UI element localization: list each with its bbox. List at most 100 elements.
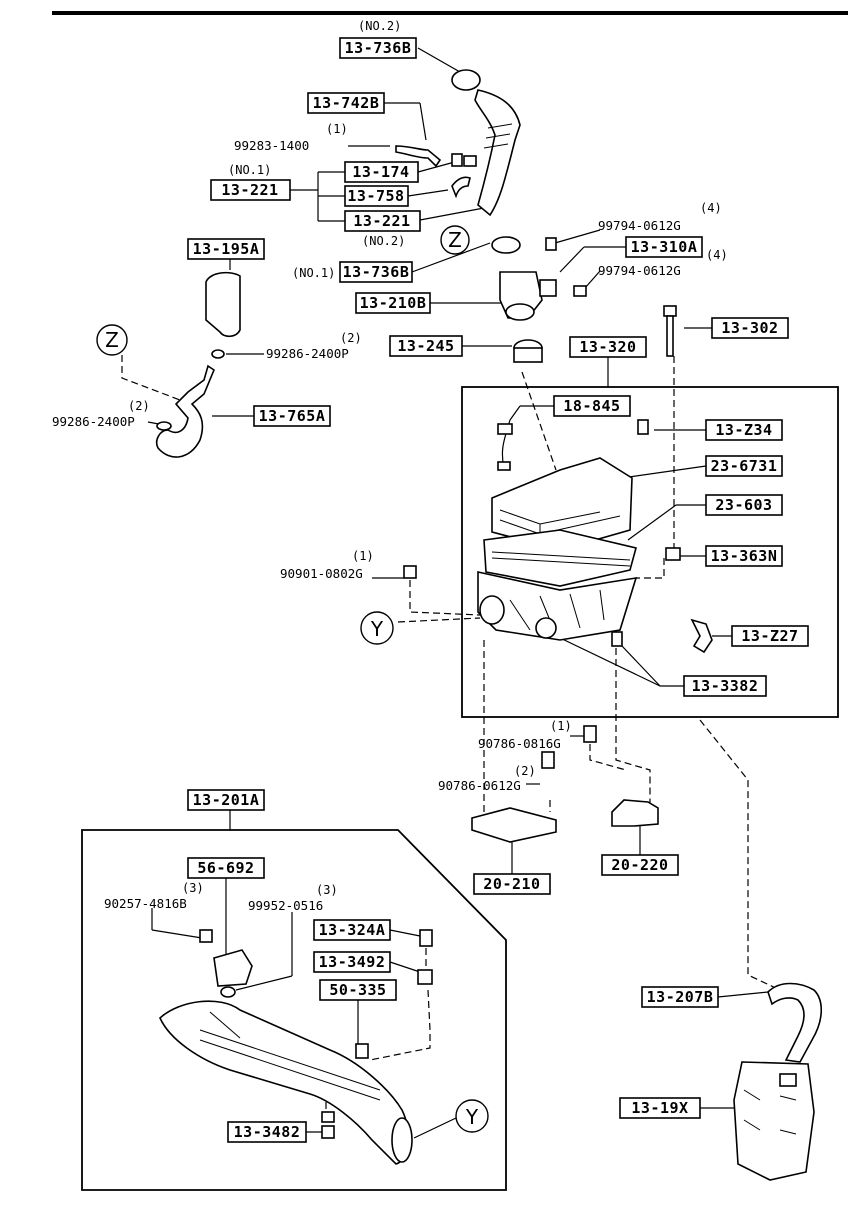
part-box-13-19X[interactable]: 13-19X (619, 1097, 701, 1119)
part-label: 13-742B (313, 94, 380, 112)
part-label: 50-335 (329, 981, 386, 999)
part-label: 13-324A (319, 921, 386, 939)
part-box-13-320[interactable]: 13-320 (569, 336, 647, 358)
clip-drawing (690, 618, 713, 654)
bolts-top-right-drawing (545, 237, 587, 297)
ref-z-top-text: Z (448, 228, 462, 252)
sensor-harness-drawing (497, 419, 513, 471)
part-label: 13-320 (579, 338, 636, 356)
hose-13-207B-drawing (767, 982, 823, 1063)
long-bolt-drawing (663, 305, 677, 357)
part-label: 20-220 (611, 856, 668, 874)
small-hoses-drawing (395, 145, 477, 199)
part-label: 13-221 (353, 212, 410, 230)
hose-clamp-no1-drawing (491, 236, 521, 254)
part-label: 56-692 (197, 859, 254, 877)
part-box-13-302[interactable]: 13-302 (711, 317, 789, 339)
note-no2-mid: (NO.2) (362, 234, 405, 248)
part-label: 13-758 (347, 187, 404, 205)
part-label: 13-195A (193, 240, 260, 258)
part-box-13-195A[interactable]: 13-195A (187, 238, 265, 260)
note-qty-1-a: (1) (326, 122, 348, 136)
part-label: 13-736B (343, 263, 410, 281)
part-box-13-736B-top[interactable]: 13-736B (339, 37, 417, 59)
part-label: 18-845 (563, 397, 620, 415)
part-label: 13-174 (352, 163, 409, 181)
code-90257-4816B: 90257-4816B (104, 896, 187, 911)
part-box-13-765A[interactable]: 13-765A (253, 405, 331, 427)
air-flow-meter-drawing (499, 271, 557, 321)
part-box-13-3482[interactable]: 13-3482 (227, 1121, 307, 1143)
part-box-13-174[interactable]: 13-174 (344, 161, 419, 183)
screws-inside-frame-drawing (403, 419, 681, 647)
note-qty-3-b: (3) (316, 883, 338, 897)
part-label: 13-19X (631, 1099, 688, 1117)
note-no1-mid: (NO.1) (292, 266, 335, 280)
part-box-13-Z27[interactable]: 13-Z27 (731, 625, 809, 647)
air-cleaner-assembly-drawing (477, 457, 638, 641)
resonator-cover-drawing (205, 271, 241, 359)
note-qty-2-b: (2) (128, 399, 150, 413)
part-box-13-758[interactable]: 13-758 (344, 185, 409, 207)
ref-y-bottom-text: Y (465, 1105, 479, 1129)
leader-lines (147, 47, 769, 1139)
part-label: 13-Z34 (715, 421, 772, 439)
part-label: 13-245 (397, 337, 454, 355)
part-box-13-Z34[interactable]: 13-Z34 (705, 419, 783, 441)
ref-y-mid: Y (360, 611, 394, 645)
part-box-13-221-right[interactable]: 13-221 (344, 210, 421, 232)
bracket-20-210-drawing (471, 725, 597, 843)
part-label: 13-310A (631, 238, 698, 256)
part-box-13-221-left[interactable]: 13-221 (210, 179, 291, 201)
part-box-13-736B-mid[interactable]: 13-736B (339, 261, 413, 283)
code-90786-0816G: 90786-0816G (478, 736, 561, 751)
part-box-13-3382[interactable]: 13-3382 (683, 675, 767, 697)
part-label: 13-207B (647, 988, 714, 1006)
part-box-13-363N[interactable]: 13-363N (705, 545, 783, 567)
note-no2-top: (NO.2) (358, 19, 401, 33)
part-box-13-245[interactable]: 13-245 (389, 335, 463, 357)
part-label: 13-736B (345, 39, 412, 57)
part-box-20-220[interactable]: 20-220 (601, 854, 679, 876)
part-box-20-210[interactable]: 20-210 (473, 873, 551, 895)
ref-y-bottom: Y (455, 1099, 489, 1133)
part-box-13-210B[interactable]: 13-210B (355, 292, 431, 314)
part-box-13-207B[interactable]: 13-207B (641, 986, 719, 1008)
part-box-13-324A[interactable]: 13-324A (313, 919, 391, 941)
code-90786-0612G: 90786-0612G (438, 778, 521, 793)
code-99952-0516: 99952-0516 (248, 898, 323, 913)
part-label: 13-363N (711, 547, 778, 565)
code-99286-2400P-a: 99286-2400P (266, 346, 349, 361)
part-label: 13-3382 (692, 677, 759, 695)
ref-z-top: Z (440, 225, 470, 255)
ref-y-mid-text: Y (370, 617, 384, 641)
part-box-13-3492[interactable]: 13-3492 (313, 951, 391, 973)
part-label: 13-3492 (319, 953, 386, 971)
part-box-13-742B[interactable]: 13-742B (307, 92, 385, 114)
note-qty-1-b: (1) (352, 549, 374, 563)
part-box-50-335[interactable]: 50-335 (319, 979, 397, 1001)
part-label: 23-603 (715, 496, 772, 514)
part-label: 13-302 (721, 319, 778, 337)
air-cleaner-frame (461, 386, 839, 718)
part-label: 23-6731 (711, 457, 778, 475)
part-label: 13-Z27 (741, 627, 798, 645)
part-label: 13-3482 (234, 1123, 301, 1141)
resonator-drawing (159, 929, 433, 1165)
part-box-23-6731[interactable]: 23-6731 (705, 455, 783, 477)
bracket-20-220-drawing (611, 799, 659, 827)
part-box-56-692[interactable]: 56-692 (187, 857, 265, 879)
dashed-guide-lines (121, 355, 781, 1115)
part-label: 13-210B (360, 294, 427, 312)
code-90901-0802G: 90901-0802G (280, 566, 363, 581)
rubber-boot-drawing (513, 339, 543, 363)
code-99286-2400P-b: 99286-2400P (52, 414, 135, 429)
top-rule (52, 11, 848, 15)
part-box-23-603[interactable]: 23-603 (705, 494, 783, 516)
part-box-13-310A[interactable]: 13-310A (625, 236, 703, 258)
part-box-18-845[interactable]: 18-845 (553, 395, 631, 417)
code-99794-0612G-a: 99794-0612G (598, 218, 681, 233)
part-box-13-201A[interactable]: 13-201A (187, 789, 265, 811)
code-99283-1400: 99283-1400 (234, 138, 309, 153)
